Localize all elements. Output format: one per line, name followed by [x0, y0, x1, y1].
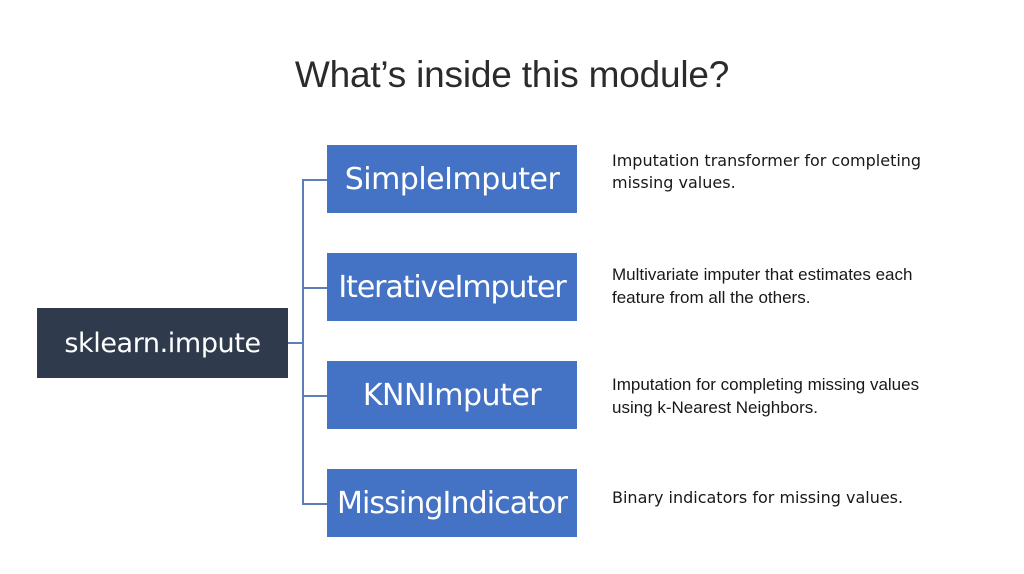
connector-branch-knnimputer	[302, 395, 327, 397]
node-box-label: MissingIndicator	[336, 485, 568, 521]
connector-branch-simpleimputer	[302, 179, 327, 181]
node-box-iterativeimputer[interactable]: IterativeImputer	[327, 253, 577, 321]
connector-branch-missingindicator	[302, 503, 327, 505]
connector-root-stub	[288, 342, 304, 344]
description-iterativeimputer: Multivariate imputer that estimates each…	[612, 265, 913, 308]
root-node-label: sklearn.impute	[64, 327, 261, 359]
description-knnimputer: Imputation for completing missing values…	[612, 375, 920, 418]
root-node-sklearn-impute[interactable]: sklearn.impute	[37, 308, 288, 378]
connector-branch-iterativeimputer	[302, 287, 327, 289]
page-title: What’s inside this module?	[294, 54, 730, 95]
node-box-missingindicator[interactable]: MissingIndicator	[327, 469, 577, 537]
connector-trunk-line	[302, 179, 304, 504]
node-box-label: KNNImputer	[362, 377, 542, 413]
node-box-label: SimpleImputer	[344, 161, 560, 197]
node-box-label: IterativeImputer	[338, 269, 566, 305]
description-simpleimputer: Imputation transformer for completing mi…	[612, 151, 922, 192]
node-box-simpleimputer[interactable]: SimpleImputer	[327, 145, 577, 213]
node-box-knnimputer[interactable]: KNNImputer	[327, 361, 577, 429]
description-missingindicator: Binary indicators for missing values.	[612, 488, 904, 507]
